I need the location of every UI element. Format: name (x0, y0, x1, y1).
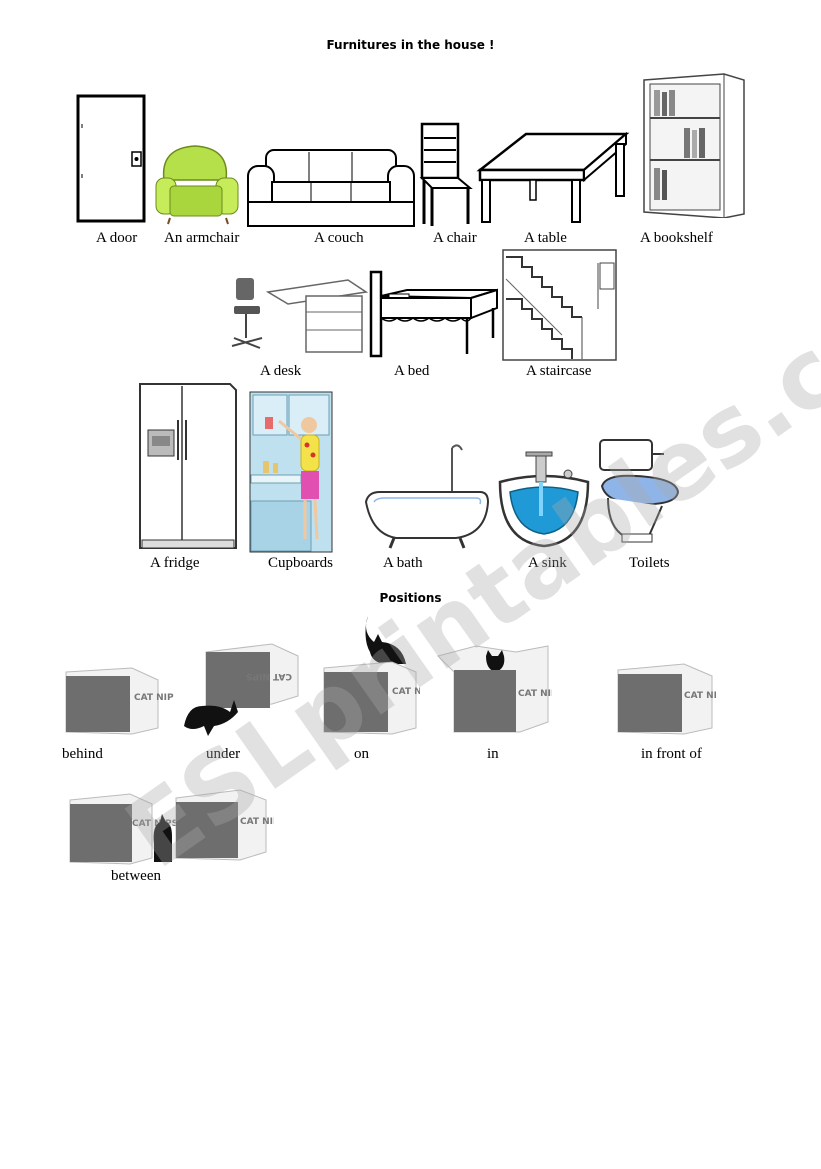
label-cupboards: Cupboards (268, 555, 333, 571)
label-fridge: A fridge (150, 555, 200, 571)
label-toilets: Toilets (629, 555, 670, 571)
svg-text:CAT NIPS: CAT NIPS (518, 689, 552, 699)
bed-illustration (367, 268, 501, 360)
svg-text:CAT NIPS: CAT NIPS (240, 817, 274, 827)
label-bed: A bed (394, 363, 430, 379)
svg-text:CAT NIPS: CAT NIPS (684, 691, 716, 701)
table-illustration (476, 130, 630, 226)
bath-illustration (360, 440, 492, 552)
label-bookshelf: A bookshelf (640, 230, 713, 246)
toilet-illustration (596, 434, 684, 546)
label-sink: A sink (528, 555, 567, 571)
label-armchair: An armchair (164, 230, 240, 246)
armchair-illustration (150, 140, 242, 226)
svg-text:CAT NIPS: CAT NIPS (132, 819, 178, 829)
label-between: between (111, 868, 161, 884)
boxes-between-illustration: CAT NIPS CAT NIPS (68, 786, 274, 868)
label-door: A door (96, 230, 138, 246)
label-in-front-of: in front of (641, 746, 702, 762)
label-on: on (354, 746, 369, 762)
staircase-illustration (502, 249, 618, 361)
bookshelf-illustration (640, 70, 750, 218)
label-desk: A desk (260, 363, 302, 379)
label-couch: A couch (314, 230, 364, 246)
section-title-positions: Positions (379, 591, 442, 605)
label-bath: A bath (383, 555, 423, 571)
fridge-illustration (134, 380, 240, 554)
sink-illustration (496, 446, 592, 550)
page-title: Furnitures in the house ! (326, 38, 495, 52)
svg-text:CAT NIPS: CAT NIPS (246, 671, 292, 681)
svg-text:CAT NIPS: CAT NIPS (392, 687, 420, 697)
box-behind-illustration: CAT NIPS (62, 660, 174, 736)
label-under: under (206, 746, 241, 762)
door-illustration (76, 94, 148, 224)
svg-text:CAT NIPS: CAT NIPS (134, 693, 174, 703)
chair-illustration (418, 120, 474, 228)
label-in: in (487, 746, 499, 762)
box-under-illustration: CAT NIPS (178, 640, 304, 750)
box-in-illustration: CAT NIPS (436, 642, 552, 736)
box-on-illustration: CAT NIPS (322, 612, 420, 736)
label-behind: behind (62, 746, 103, 762)
desk-illustration (228, 272, 368, 358)
label-chair: A chair (433, 230, 477, 246)
label-staircase: A staircase (526, 363, 592, 379)
label-table: A table (524, 230, 567, 246)
couch-illustration (244, 146, 418, 232)
cupboards-illustration (249, 391, 333, 553)
box-in-front-of-illustration: CAT NIPS (616, 656, 716, 738)
